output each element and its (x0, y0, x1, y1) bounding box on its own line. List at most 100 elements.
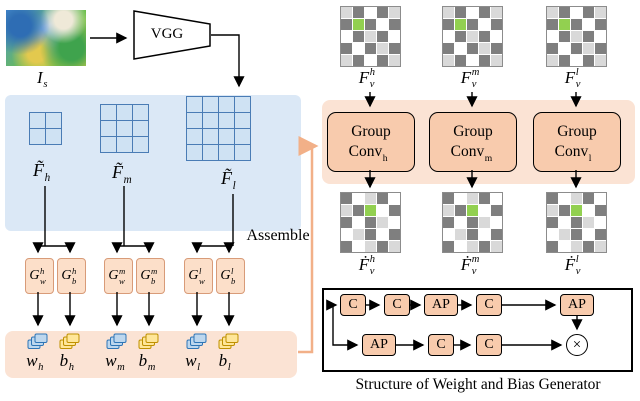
feature-map-grid-vh (340, 6, 401, 67)
feature-grid-l (186, 96, 251, 161)
fmap-sup: h (369, 67, 375, 79)
feature-label-l-base: F̃ (221, 168, 233, 188)
gen-sub: b (72, 275, 77, 286)
bias-sheets-icon (218, 333, 239, 349)
bias-sheets-icon (59, 333, 80, 349)
conv-sub: h (382, 152, 388, 164)
gen-base: G (61, 268, 72, 283)
gen-sub: w (119, 275, 125, 286)
conv-name: Conv (348, 143, 383, 160)
feature-label-h-sub: h (44, 172, 51, 185)
block-label: C (484, 337, 494, 352)
conv-sub: l (588, 152, 592, 164)
conv-name: Conv (450, 143, 485, 160)
gen-sup: m (119, 265, 126, 276)
assemble-label: Assemble (246, 227, 310, 244)
out-base: w (185, 351, 197, 370)
fmap-sup: m (471, 254, 480, 266)
gen-base: G (140, 268, 151, 283)
block-label: C (436, 337, 446, 352)
feature-grid-h (29, 112, 62, 145)
input-image (6, 10, 86, 66)
conv-block: C (428, 334, 454, 356)
vgg-label: VGG (150, 26, 184, 42)
fmap-sup: h (369, 254, 375, 266)
weight-sheets-icon (106, 333, 127, 349)
block-label: AP (432, 297, 450, 312)
fmap-base: Ḟ (358, 255, 370, 274)
feature-map-grid-vm (442, 6, 503, 67)
fmap-sub: v (575, 79, 581, 91)
gen-base: G (108, 268, 119, 283)
fmap-base: F (564, 68, 576, 87)
block-label: AP (370, 337, 388, 352)
multiply-icon: × (572, 336, 582, 353)
fmap-sub: v (369, 266, 375, 278)
feature-label-m: F̃m (102, 162, 146, 187)
feature-map-grid-out-vl (546, 192, 607, 253)
out-sub: h (68, 362, 75, 374)
gen-sub: w (199, 275, 205, 286)
multiply-node: × (566, 334, 588, 356)
fmap-sup: l (575, 67, 579, 79)
avgpool-block: AP (362, 334, 396, 356)
input-label-sub: s (43, 79, 48, 91)
feature-label-m-base: F̃ (112, 162, 124, 182)
conv-sub: m (484, 152, 493, 164)
conv-name: Conv (554, 143, 589, 160)
structure-caption: Structure of Weight and Bias Generator (355, 376, 601, 393)
block-label: C (348, 297, 358, 312)
feature-label-m-sub: m (123, 174, 132, 187)
out-sub: l (227, 362, 231, 374)
avgpool-block: AP (560, 294, 594, 316)
gen-sub: w (40, 275, 46, 286)
conv-word1: Group (453, 122, 493, 140)
out-base: w (105, 351, 117, 370)
feature-label-h: F̃h (23, 160, 67, 185)
out-base: b (138, 351, 148, 370)
feature-map-grid-out-vh (340, 192, 401, 253)
fmap-base: Ḟ (460, 255, 472, 274)
bias-sheets-icon (138, 333, 159, 349)
weight-sheets-icon (186, 333, 207, 349)
out-base: b (59, 351, 69, 370)
fmap-base: Ḟ (564, 255, 576, 274)
feature-map-grid-vl (546, 6, 607, 67)
block-label: C (484, 297, 494, 312)
out-sub: m (147, 362, 156, 374)
gen-sub: b (231, 275, 236, 286)
fmap-sub: v (471, 266, 477, 278)
avgpool-block: AP (424, 294, 458, 316)
conv-block: C (340, 294, 366, 316)
out-sub: h (38, 362, 44, 374)
conv-block: C (476, 334, 502, 356)
conv-block: C (384, 294, 410, 316)
fmap-sup: l (575, 254, 579, 266)
gen-sup: l (231, 265, 234, 276)
gen-sup: h (72, 265, 77, 276)
gen-base: G (29, 268, 40, 283)
weight-sheets-icon (27, 333, 48, 349)
conv-word1: Group (351, 122, 391, 140)
input-label-base: I (37, 68, 43, 87)
